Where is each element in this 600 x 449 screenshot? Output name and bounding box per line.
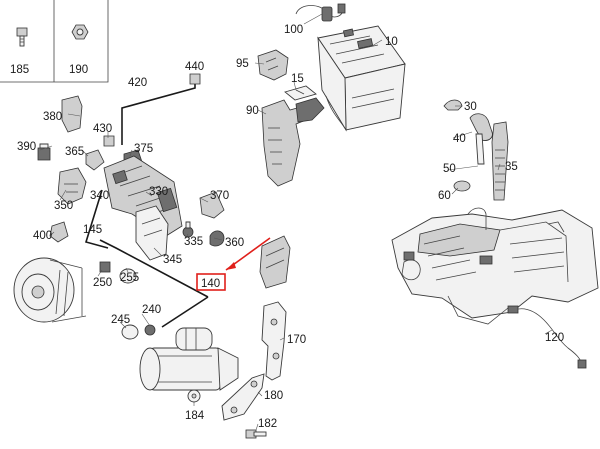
label-420: 420 — [128, 77, 147, 89]
label-40: 40 — [453, 133, 466, 145]
label-15: 15 — [291, 73, 304, 85]
label-345: 345 — [163, 254, 182, 266]
positive-cable-set — [443, 99, 509, 201]
engine-assembly — [391, 207, 599, 369]
nut-190-icon — [71, 24, 89, 40]
label-380: 380 — [43, 111, 62, 123]
label-35: 35 — [505, 161, 518, 173]
clip-440-icon — [189, 73, 201, 85]
wiring-harness-lines — [84, 84, 209, 328]
label-430: 430 — [93, 123, 112, 135]
label-335: 335 — [184, 236, 203, 248]
label-340: 340 — [90, 190, 109, 202]
label-95: 95 — [236, 58, 249, 70]
label-400: 400 — [33, 230, 52, 242]
label-184: 184 — [185, 410, 205, 422]
label-145: 145 — [83, 224, 102, 236]
label-180: 180 — [264, 390, 283, 402]
label-30: 30 — [464, 101, 477, 113]
label-375: 375 — [134, 143, 153, 155]
label-440: 440 — [185, 61, 204, 73]
part-140-cover — [196, 235, 291, 291]
label-255: 255 — [120, 272, 139, 284]
label-185: 185 — [10, 64, 29, 76]
label-330: 330 — [149, 186, 168, 198]
label-360: 360 — [225, 237, 244, 249]
label-60: 60 — [438, 190, 451, 202]
label-50: 50 — [443, 163, 456, 175]
callout-labels: 185 190 100 10 440 420 95 15 380 430 90 … — [10, 24, 564, 430]
label-10: 10 — [385, 36, 398, 48]
alternator — [13, 257, 137, 323]
bracket-180 — [187, 373, 267, 439]
label-240: 240 — [142, 304, 161, 316]
label-350: 350 — [54, 200, 73, 212]
label-250: 250 — [93, 277, 112, 289]
label-140: 140 — [201, 278, 220, 290]
small-parts-inset — [0, 0, 109, 83]
label-170: 170 — [287, 334, 306, 346]
battery-terminal-clamp-icon — [321, 6, 333, 22]
screw-185-icon — [16, 27, 28, 47]
cap-30-icon — [443, 99, 463, 111]
label-190: 190 — [69, 64, 88, 76]
label-365: 365 — [65, 146, 84, 158]
label-390: 390 — [17, 141, 36, 153]
label-90: 90 — [246, 105, 259, 117]
label-370: 370 — [210, 190, 229, 202]
leader-lines — [39, 13, 553, 431]
label-245: 245 — [111, 314, 130, 326]
label-100: 100 — [284, 24, 303, 36]
label-120: 120 — [545, 332, 564, 344]
bracket-170 — [261, 301, 287, 381]
starter-motor — [121, 324, 239, 391]
battery-assembly — [257, 3, 406, 187]
label-182: 182 — [258, 418, 277, 430]
highlight-box — [196, 273, 226, 291]
fuse-relay-cluster — [37, 73, 225, 261]
